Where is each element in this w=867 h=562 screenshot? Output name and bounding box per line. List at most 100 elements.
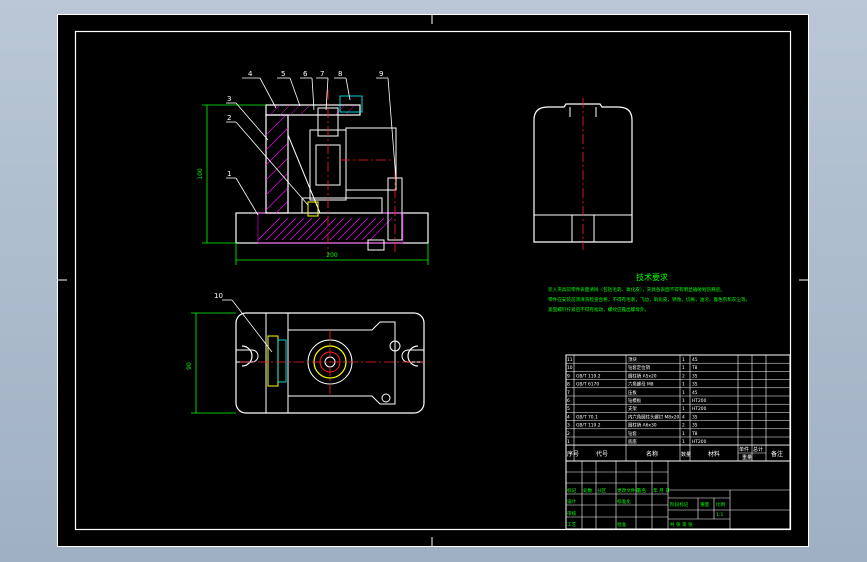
parts-row: 10 钻套定位销 1 T8 xyxy=(566,364,790,372)
parts-cell-code: GB/T 119.2 xyxy=(576,373,601,379)
side-view xyxy=(533,98,633,250)
leaders xyxy=(226,77,397,216)
parts-cell-qty: 1 xyxy=(682,439,685,445)
parts-cell-code: GB/T 6170 xyxy=(576,382,599,388)
parts-cell-no: 10 xyxy=(567,365,573,371)
header-qty: 数量 xyxy=(681,451,691,458)
balloon-10: 10 xyxy=(214,292,223,300)
parts-cell-material: 45 xyxy=(692,357,698,363)
tech-req-line-1: 装入夹具前零件表面清除（包括毛刺、氧化皮），夹具各表面不得有明显磕碰划伤痕迹。 xyxy=(548,286,725,293)
top-view: 90 xyxy=(186,299,425,414)
drawing-paper xyxy=(57,14,809,547)
parts-cell-no: 8 xyxy=(567,382,570,388)
parts-cell-no: 3 xyxy=(567,423,570,429)
parts-cell-name: 压板 xyxy=(628,389,637,396)
tb-scale: 1:1 xyxy=(716,512,723,518)
parts-cell-material: 35 xyxy=(692,373,698,379)
header-code: 代号 xyxy=(596,450,608,458)
front-view: 100 200 4 5 6 7 8 9 3 2 1 10 xyxy=(197,70,429,300)
tb-stage: 阶段标记 xyxy=(670,501,689,508)
header-no: 序号 xyxy=(567,450,579,458)
parts-cell-no: 1 xyxy=(567,439,570,445)
parts-cell-no: 9 xyxy=(567,373,570,379)
parts-cell-name: 顶块 xyxy=(628,356,637,363)
balloon-8: 8 xyxy=(338,70,342,78)
tb-checker: 审核 xyxy=(567,510,577,517)
tb-zone: 分区 xyxy=(597,487,607,494)
drill-plate xyxy=(265,104,361,116)
header-total: 总计 xyxy=(753,446,763,453)
parts-cell-qty: 2 xyxy=(682,373,685,379)
tb-date: 年 月 日 xyxy=(653,487,670,494)
parts-cell-qty: 4 xyxy=(682,414,685,420)
tech-req-line-2: 零件在安装前须清洗检查合格，不得有毛刺，飞边，氧化皮，锈蚀，切屑，油污，着色剂和… xyxy=(548,296,750,303)
parts-cell-qty: 2 xyxy=(682,423,685,429)
tb-scale-label: 比例 xyxy=(716,501,726,508)
parts-cell-qty: 1 xyxy=(682,390,685,396)
parts-cell-material: T8 xyxy=(691,431,698,437)
parts-cell-name: 钻套定位销 xyxy=(628,364,651,371)
parts-cell-material: 45 xyxy=(692,390,698,396)
balloon-3: 3 xyxy=(227,95,231,103)
parts-cell-no: 7 xyxy=(567,390,570,396)
tb-change-doc: 更改文件号 xyxy=(617,487,640,494)
title-block: 标记 处数 分区 更改文件号 签名 年 月 日 设计 标准化 阶段标记 重量 比… xyxy=(565,460,791,530)
parts-row: 3 GB/T 119.2 圆柱销 A6x30 2 35 xyxy=(566,422,790,430)
balloon-5: 5 xyxy=(281,70,285,78)
frame-ticks xyxy=(57,14,809,547)
parts-cell-qty: 1 xyxy=(682,365,685,371)
header-material: 材料 xyxy=(708,450,720,458)
header-weight: 重量 xyxy=(742,454,752,461)
tb-sign: 签名 xyxy=(637,487,646,494)
parts-cell-material: HT200 xyxy=(692,439,707,445)
parts-cell-name: 钻套 xyxy=(628,430,637,437)
parts-cell-qty: 1 xyxy=(682,406,685,412)
dim-top-height: 90 xyxy=(186,362,193,370)
header-unit: 单件 xyxy=(739,446,749,453)
technical-requirements: 技术要求 装入夹具前零件表面清除（包括毛刺、氧化皮），夹具各表面不得有明显磕碰划… xyxy=(548,272,750,313)
tb-count: 处数 xyxy=(583,487,593,494)
parts-cell-qty: 1 xyxy=(682,382,685,388)
tb-weight: 重量 xyxy=(700,501,710,508)
inner-frame xyxy=(74,30,792,531)
balloon-9: 9 xyxy=(379,70,383,78)
header-name: 名称 xyxy=(646,450,658,458)
parts-cell-code: GB/T 119.2 xyxy=(576,423,601,429)
parts-cell-name: 内六角圆柱头螺钉 M8x20 xyxy=(628,413,679,420)
balloon-2: 2 xyxy=(227,114,231,122)
top-base xyxy=(235,312,425,414)
parts-cell-name: 圆柱销 A6x30 xyxy=(628,422,657,429)
header-remark: 备注 xyxy=(771,450,783,458)
parts-cell-qty: 1 xyxy=(682,398,685,404)
tb-standard: 标准化 xyxy=(617,498,631,505)
parts-cell-no: 4 xyxy=(567,414,570,420)
parts-cell-material: HT200 xyxy=(692,398,707,404)
parts-cell-no: 11 xyxy=(567,357,573,363)
parts-cell-material: T8 xyxy=(691,365,698,371)
parts-cell-material: 35 xyxy=(692,423,698,429)
base-hatch xyxy=(257,217,393,241)
tb-mark: 标记 xyxy=(567,487,577,494)
tech-req-title: 技术要求 xyxy=(636,272,668,282)
parts-cell-name: 支架 xyxy=(628,405,637,412)
parts-cell-no: 6 xyxy=(567,398,570,404)
dim-front-width: 200 xyxy=(326,252,338,259)
parts-cell-qty: 1 xyxy=(682,431,685,437)
tech-req-line-3: 紧固螺钉拧紧后不得有松动，螺纹应露出螺母外。 xyxy=(548,306,649,313)
balloon-labels: 4 5 6 7 8 9 3 2 1 10 xyxy=(214,70,383,300)
tb-sheet: 共 张 第 张 xyxy=(670,521,693,528)
balloon-7: 7 xyxy=(320,70,324,78)
parts-cell-no: 2 xyxy=(567,431,570,437)
parts-cell-material: HT200 xyxy=(692,406,707,412)
parts-cell-name: 底座 xyxy=(628,438,637,445)
balloon-1: 1 xyxy=(227,170,231,178)
parts-cell-material: 35 xyxy=(692,414,698,420)
dim-front-height: 100 xyxy=(197,168,204,180)
parts-cell-material: 35 xyxy=(692,382,698,388)
